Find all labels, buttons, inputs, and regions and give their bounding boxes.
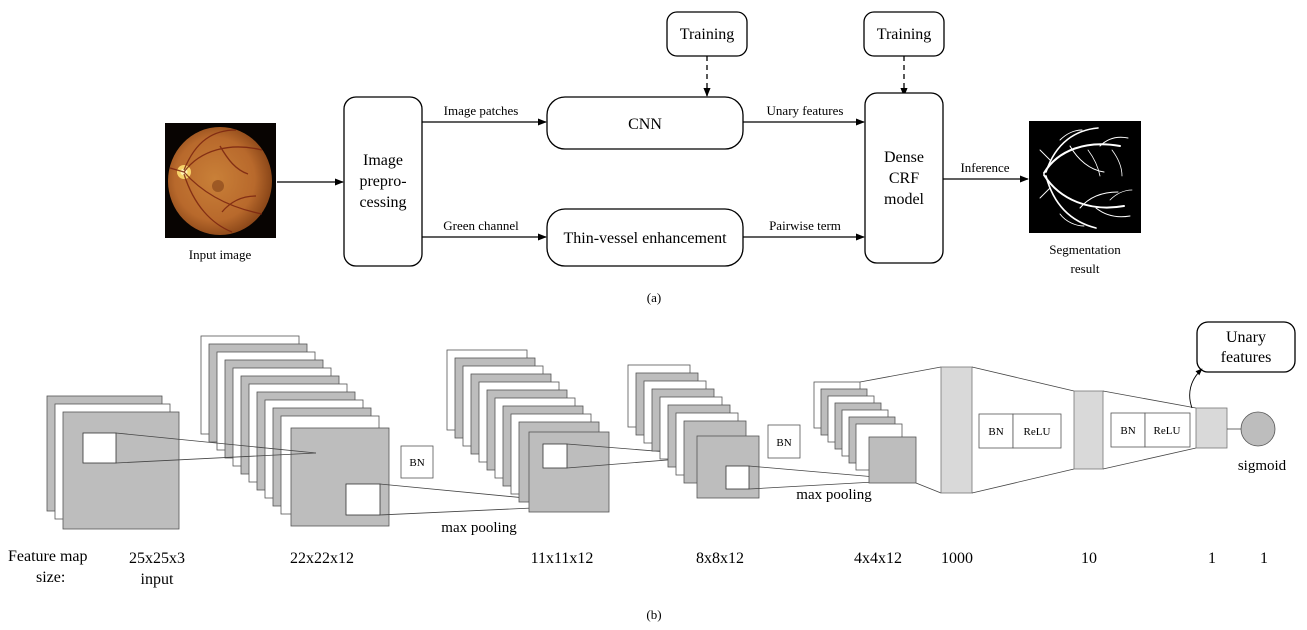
fc-line-1a — [859, 366, 942, 383]
training-cnn-label: Training — [680, 26, 735, 43]
preprocess-label-line1: Image — [363, 152, 403, 169]
size-label-6: 10 — [1081, 550, 1097, 567]
edge-label-image-patches: Image patches — [444, 103, 519, 118]
fc-line-2b — [971, 468, 1075, 494]
fc-layer-10 — [1073, 390, 1104, 470]
sigmoid-label: sigmoid — [1238, 458, 1287, 474]
dense-crf-box: Dense CRF model — [864, 92, 944, 264]
size-label-1: 22x22x12 — [290, 550, 354, 567]
cnn-box: CNN — [546, 96, 744, 150]
fc-layer-1000 — [940, 366, 973, 494]
cnn-label: CNN — [628, 116, 662, 133]
panel-b-caption: (b) — [646, 607, 661, 622]
bn-box-1: BN — [400, 445, 434, 479]
size-input-label: input — [141, 571, 174, 588]
feature-stack-11x11x12 — [446, 349, 610, 513]
max-pooling-label-1: max pooling — [441, 520, 517, 536]
feature-map-label-line2: size: — [36, 569, 65, 586]
arrow-output-to-unary-features — [1189, 368, 1203, 409]
crf-label-line3: model — [884, 191, 925, 208]
size-label-3: 8x8x12 — [696, 550, 744, 567]
training-box-crf: Training — [863, 11, 945, 57]
bn-label-4: BN — [1120, 425, 1135, 437]
segmentation-result-image: Segmentation result — [1029, 121, 1141, 276]
training-box-cnn: Training — [666, 11, 748, 57]
fc-line-2a — [971, 366, 1075, 392]
unary-features-line2: features — [1221, 349, 1272, 366]
size-label-4: 4x4x12 — [854, 550, 902, 567]
conv-line-1b — [115, 452, 317, 464]
feature-map-label-line1: Feature map — [8, 548, 88, 565]
preprocess-label-line2: prepro- — [359, 173, 406, 190]
crf-label-line2: CRF — [889, 170, 919, 187]
fc-line-1b — [915, 482, 942, 494]
feature-stack-input — [46, 395, 180, 530]
panel-b: BN max pooling — [8, 321, 1296, 622]
sigmoid-node — [1240, 411, 1276, 447]
thin-vessel-enhancement-box: Thin-vessel enhancement — [546, 208, 744, 267]
edge-label-inference: Inference — [960, 160, 1009, 175]
size-label-2: 11x11x12 — [531, 550, 594, 567]
relu-label-1: ReLU — [1024, 426, 1051, 438]
input-fundus-image: Input image — [165, 123, 276, 262]
feature-stack-4x4x12 — [813, 381, 917, 484]
max-pooling-label-2: max pooling — [796, 487, 872, 503]
relu-label-2: ReLU — [1154, 425, 1181, 437]
bn-label-1: BN — [409, 457, 424, 469]
bn-relu-box-1: BN ReLU — [978, 413, 1062, 449]
edge-label-green-channel: Green channel — [443, 218, 519, 233]
feature-stack-8x8x12 — [627, 364, 760, 499]
unary-features-box: Unary features — [1196, 321, 1296, 373]
size-label-7: 1 — [1208, 550, 1216, 567]
training-crf-label: Training — [877, 26, 932, 43]
preprocessing-box: Image prepro- cessing — [343, 96, 423, 267]
bn-label-3: BN — [988, 426, 1003, 438]
size-label-5: 1000 — [941, 550, 973, 567]
size-label-8: 1 — [1260, 550, 1268, 567]
crf-label-line1: Dense — [884, 149, 924, 166]
fc-line-3b — [1102, 447, 1197, 470]
fc-layer-1 — [1195, 407, 1228, 449]
input-image-label: Input image — [189, 247, 252, 262]
edge-label-unary-features: Unary features — [767, 103, 844, 118]
result-label-line2: result — [1071, 261, 1100, 276]
edge-label-pairwise-term: Pairwise term — [769, 218, 841, 233]
thin-vessel-label: Thin-vessel enhancement — [563, 230, 727, 247]
panel-a-caption: (a) — [647, 290, 661, 305]
preprocess-label-line3: cessing — [359, 194, 406, 211]
size-label-0: 25x25x3 — [129, 550, 185, 567]
panel-a: Input image Image prepro- cessing Image … — [165, 11, 1141, 305]
unary-features-line1: Unary — [1226, 329, 1266, 346]
bn-box-2: BN — [767, 424, 801, 459]
conv-line-1a — [115, 432, 317, 454]
fc-line-3a — [1102, 390, 1197, 409]
result-label-line1: Segmentation — [1049, 242, 1121, 257]
bn-label-2: BN — [776, 437, 791, 449]
feature-stack-22x22x12 — [200, 335, 390, 527]
bn-relu-box-2: BN ReLU — [1110, 412, 1191, 448]
